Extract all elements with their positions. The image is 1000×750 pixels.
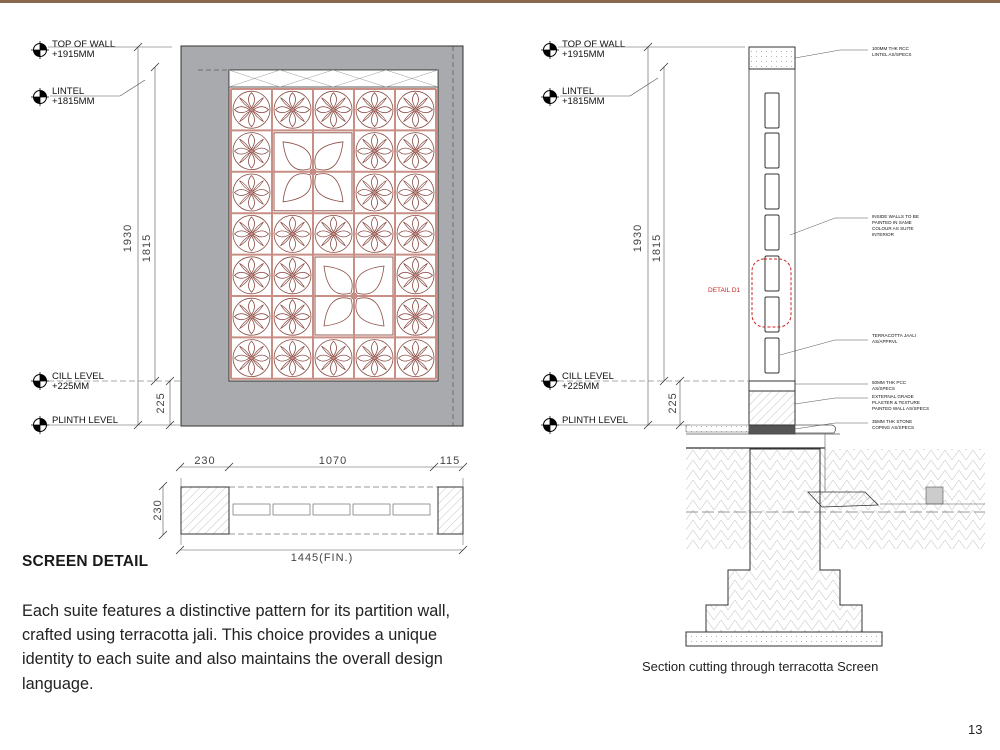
svg-text:50MM THK PCC: 50MM THK PCC [872, 380, 907, 385]
detail-tag: DETAIL D1 [708, 287, 741, 294]
level-value: +1815MM [52, 96, 95, 107]
svg-text:PAINTED WALL AS/SPECS: PAINTED WALL AS/SPECS [872, 406, 929, 411]
jali-tile [232, 214, 271, 253]
plan-dimension-overall: 1445(FIN.) [291, 552, 354, 564]
svg-text:TERRACOTTA JAALI: TERRACOTTA JAALI [872, 333, 916, 338]
svg-text:35MM THK STONE: 35MM THK STONE [872, 419, 912, 424]
jali-tile [355, 214, 394, 253]
datum-marker-icon [540, 371, 560, 391]
section-dimension-cill: 225 [667, 392, 679, 413]
datum-marker-icon [540, 40, 560, 60]
section-note-plaster: EXTERNAL GRADE PLASTER & TEXTURE PAINTED… [872, 394, 929, 411]
jali-tile [314, 339, 353, 378]
page-number: 13 [968, 722, 983, 737]
jali-tile [396, 90, 435, 129]
jali-tile [355, 90, 394, 129]
svg-text:COPING AS/SPECS: COPING AS/SPECS [872, 425, 914, 430]
svg-text:AS/SPECS: AS/SPECS [872, 386, 895, 391]
jali-tile [355, 132, 394, 171]
jali-tile [396, 297, 435, 336]
jali-tile [273, 297, 312, 336]
datum-marker-icon [540, 87, 560, 107]
screen-plan: 230 1070 115 230 1445(FIN.) [152, 455, 468, 564]
level-value: +1815MM [562, 96, 605, 107]
plan-dimension-depth: 230 [152, 499, 164, 520]
datum-marker-icon [540, 415, 560, 435]
section-dimension-total: 1930 [632, 224, 644, 252]
svg-text:EXTERNAL GRADE: EXTERNAL GRADE [872, 394, 914, 399]
jali-tile [232, 256, 271, 295]
level-name: PLINTH LEVEL [562, 415, 628, 426]
jali-tile [232, 90, 271, 129]
jali-tile [273, 256, 312, 295]
level-name: TOP OF WALL [52, 39, 115, 50]
datum-marker-icon [30, 40, 50, 60]
svg-text:INSIDE WALLS TO BE: INSIDE WALLS TO BE [872, 214, 919, 219]
screen-elevation: TOP OF WALL +1915MM LINTEL +1815MM CILL … [30, 39, 464, 435]
plan-dimension-middle: 1070 [319, 455, 347, 467]
level-name: CILL LEVEL [52, 371, 104, 382]
jali-tile [355, 173, 394, 212]
svg-text:AS/APPRVL: AS/APPRVL [872, 339, 898, 344]
jali-tile [232, 339, 271, 378]
level-name: TOP OF WALL [562, 39, 625, 50]
level-name: PLINTH LEVEL [52, 415, 118, 426]
terracotta-jali-pattern [230, 88, 437, 380]
section-note-lintel: 100MM THK RCC LINTEL AS/SPECS [872, 46, 911, 57]
svg-text:PLASTER & TEXTURE: PLASTER & TEXTURE [872, 400, 920, 405]
jali-tile [232, 173, 271, 212]
svg-text:COLOUR AS SUITE: COLOUR AS SUITE [872, 226, 914, 231]
jali-tile [396, 339, 435, 378]
jali-tile [273, 214, 312, 253]
screen-section: TOP OF WALL +1915MM LINTEL +1815MM CILL … [540, 39, 985, 647]
level-value: +1915MM [52, 49, 95, 60]
section-note-coping: 35MM THK STONE COPING AS/SPECS [872, 419, 914, 430]
jali-tile [232, 297, 271, 336]
section-note-pcc: 50MM THK PCC AS/SPECS [872, 380, 907, 391]
dimension-total: 1930 [122, 224, 134, 252]
level-name: LINTEL [52, 86, 84, 97]
datum-marker-icon [30, 371, 50, 391]
svg-text:INTERIOR: INTERIOR [872, 232, 895, 237]
jali-tile [355, 339, 394, 378]
svg-text:100MM THK RCC: 100MM THK RCC [872, 46, 910, 51]
level-value: +225MM [52, 381, 89, 392]
section-dimension-opening: 1815 [651, 234, 663, 262]
datum-marker-icon [30, 87, 50, 107]
section-caption: Section cutting through terracotta Scree… [642, 659, 879, 674]
section-note-inside: INSIDE WALLS TO BE PAINTED IN SAME COLOU… [872, 214, 919, 237]
dimension-cill: 225 [155, 392, 167, 413]
svg-text:LINTEL AS/SPECS: LINTEL AS/SPECS [872, 52, 911, 57]
detail-callout [751, 258, 792, 328]
jali-tile [396, 132, 435, 171]
level-name: LINTEL [562, 86, 594, 97]
jali-tile [273, 90, 312, 129]
jali-tile [273, 339, 312, 378]
jali-tile [396, 256, 435, 295]
description-paragraph: Each suite features a distinctive patter… [22, 602, 451, 693]
datum-marker-icon [30, 415, 50, 435]
plan-dimension-right: 115 [440, 455, 461, 467]
jali-tile [232, 132, 271, 171]
top-border-line [0, 0, 1000, 3]
dimension-opening: 1815 [141, 234, 153, 262]
jali-tile [314, 214, 353, 253]
plan-dimension-left: 230 [194, 455, 215, 467]
jali-tile [314, 90, 353, 129]
section-heading: SCREEN DETAIL [22, 553, 149, 570]
level-value: +1915MM [562, 49, 605, 60]
svg-text:PAINTED IN SAME: PAINTED IN SAME [872, 220, 912, 225]
level-value: +225MM [562, 381, 599, 392]
jali-tile [396, 173, 435, 212]
section-note-jaali: TERRACOTTA JAALI AS/APPRVL [872, 333, 916, 344]
level-name: CILL LEVEL [562, 371, 614, 382]
jali-tile [396, 214, 435, 253]
